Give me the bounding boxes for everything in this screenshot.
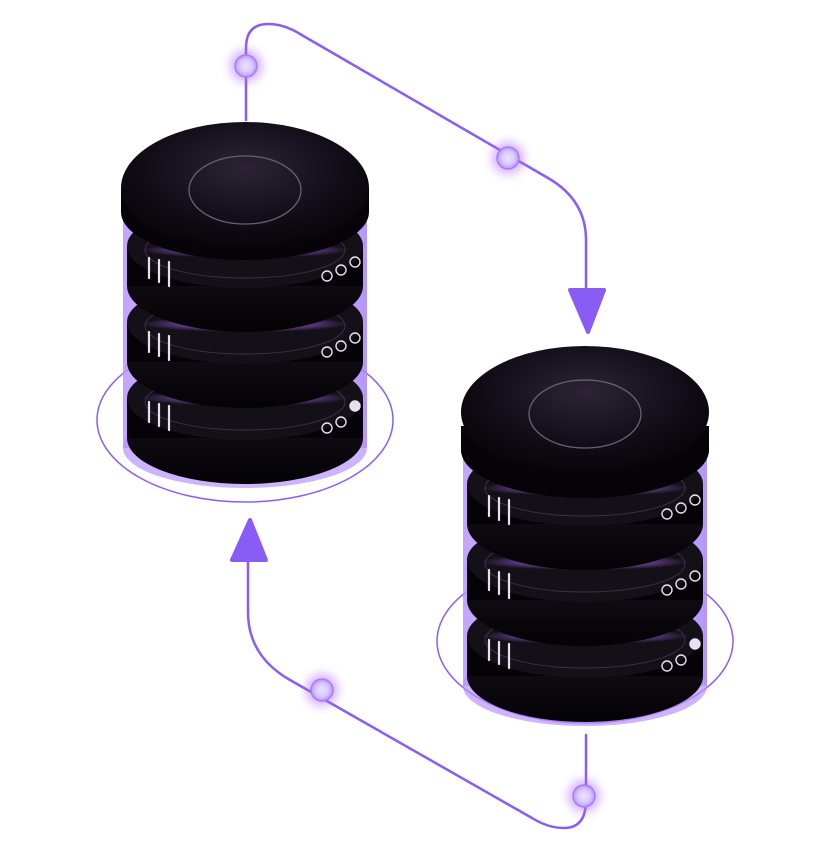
connector-line-bottom [246, 558, 588, 830]
connector-node-icon [306, 674, 338, 706]
connector-node-icon [230, 50, 262, 82]
arrow-up-icon [230, 518, 268, 562]
flow-top [244, 22, 588, 302]
arrow-down-icon [568, 288, 606, 334]
connector-node-icon [492, 142, 524, 174]
db-cap [121, 122, 369, 260]
db-cap [461, 346, 709, 498]
database-left [96, 122, 394, 503]
connector-node-icon [568, 780, 600, 812]
cap-ring [528, 379, 642, 449]
connector-line-top [244, 22, 588, 302]
flow-bottom [246, 558, 588, 830]
cap-ring [188, 155, 302, 225]
database-right [436, 346, 734, 726]
